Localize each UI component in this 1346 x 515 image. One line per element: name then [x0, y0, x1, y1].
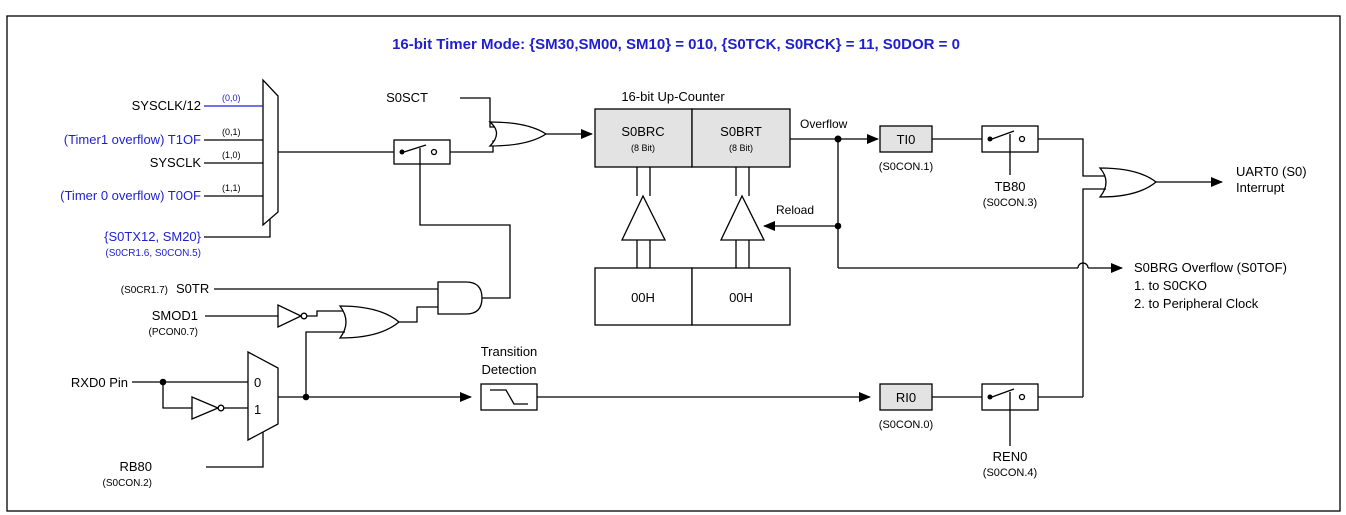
ti0-reg: (S0CON.1) — [879, 161, 933, 173]
brg-item-1: 1. to S0CKO — [1134, 278, 1207, 293]
transition-label-2: Detection — [482, 362, 537, 377]
s0tr-reg: (S0CR1.7) — [121, 285, 168, 296]
transition-label-1: Transition — [481, 344, 538, 359]
wire-ren0-to-or — [1082, 188, 1106, 397]
smod1-reg: (PCON0.7) — [149, 327, 198, 338]
brg-label: S0BRG Overflow (S0TOF) — [1134, 260, 1287, 275]
mux-code-10: (1,0) — [222, 150, 241, 160]
ri0-reg: (S0CON.0) — [879, 419, 933, 431]
reload-label: Reload — [776, 203, 814, 217]
transition-detector — [480, 383, 538, 411]
reload-value-low — [594, 267, 693, 326]
tb80-name: TB80 — [994, 179, 1025, 194]
diagram-title: 16-bit Timer Mode: {SM30,SM00, SM10} = 0… — [392, 36, 960, 53]
frame-gap — [0, 0, 40, 14]
wire-rx-to-or — [305, 331, 345, 397]
rx-inverter-bubble — [217, 404, 225, 412]
smod1-inverter — [277, 303, 303, 329]
brg-item-2: 2. to Peripheral Clock — [1134, 296, 1259, 311]
reload-value-high-text: 00H — [729, 290, 753, 305]
smod1-label: SMOD1 — [152, 308, 198, 323]
wire-or-to-and — [399, 306, 438, 323]
switch-pivot-left — [399, 149, 405, 155]
uart-or-gate — [1098, 167, 1158, 198]
junction-rx — [302, 393, 310, 401]
rx-mux — [247, 350, 279, 442]
rx-inverter — [191, 396, 220, 420]
smod1-inverter-bubble — [300, 312, 308, 320]
reload-value-high — [691, 267, 791, 326]
input-mux-select: {S0TX12, SM20} — [104, 229, 201, 244]
ren0-name: REN0 — [993, 449, 1028, 464]
ti0-name: TI0 — [897, 132, 916, 147]
wire-switch-control — [419, 164, 511, 299]
rxd0-label: RXD0 Pin — [71, 375, 128, 390]
clock-or-gate — [488, 121, 548, 147]
rb80-label: RB80 — [119, 459, 152, 474]
input-sysclk12: SYSCLK/12 — [132, 98, 201, 113]
smod1-or-gate — [338, 305, 401, 339]
diagram-frame — [6, 15, 1341, 512]
rx-mux-in1: 1 — [254, 402, 261, 417]
switch-blade — [403, 144, 427, 153]
ti0-register — [879, 125, 933, 153]
wire-rb80 — [206, 432, 264, 468]
junction-reload — [834, 222, 842, 230]
ren0-reg: (S0CON.4) — [983, 467, 1037, 479]
overflow-label: Overflow — [800, 117, 848, 131]
rb80-reg: (S0CON.2) — [103, 478, 152, 489]
counter-title: 16-bit Up-Counter — [621, 89, 725, 104]
reload-value-low-text: 00H — [631, 290, 655, 305]
switch-contact-right — [430, 148, 438, 156]
s0tr-label: S0TR — [176, 281, 209, 296]
input-t1of: (Timer1 overflow) T1OF — [64, 132, 201, 147]
input-t0of: (Timer 0 overflow) T0OF — [60, 188, 201, 203]
s0tr-and-gate — [437, 281, 483, 315]
counter-low-bits: (8 Bit) — [631, 143, 655, 153]
wire-rxd0-branch — [162, 382, 192, 409]
wire-inv-to-or — [307, 310, 345, 317]
ri0-name: RI0 — [896, 390, 916, 405]
rx-mux-in0: 0 — [254, 375, 261, 390]
mux-code-00: (0,0) — [222, 93, 241, 103]
reload-buffer-high — [719, 194, 766, 241]
wire-tb80-to-or — [1038, 138, 1106, 177]
counter-high-register — [691, 108, 791, 168]
reload-buffer-low — [620, 194, 667, 241]
counter-high-bits: (8 Bit) — [729, 143, 753, 153]
falling-edge-icon — [490, 389, 528, 405]
mux-code-01: (0,1) — [222, 127, 241, 137]
uart-label-2: Interrupt — [1236, 180, 1285, 195]
counter-low-name: S0BRC — [621, 124, 664, 139]
tb80-reg: (S0CON.3) — [983, 197, 1037, 209]
wire-mux-select — [204, 219, 271, 238]
clock-mux — [262, 78, 279, 227]
input-mux-select-reg: (S0CR1.6, S0CON.5) — [105, 248, 201, 259]
input-sysclk: SYSCLK — [150, 155, 202, 170]
counter-high-name: S0BRT — [720, 124, 762, 139]
mux-code-11: (1,1) — [222, 183, 241, 193]
s0sct-label: S0SCT — [386, 90, 428, 105]
uart-label-1: UART0 (S0) — [1236, 164, 1307, 179]
